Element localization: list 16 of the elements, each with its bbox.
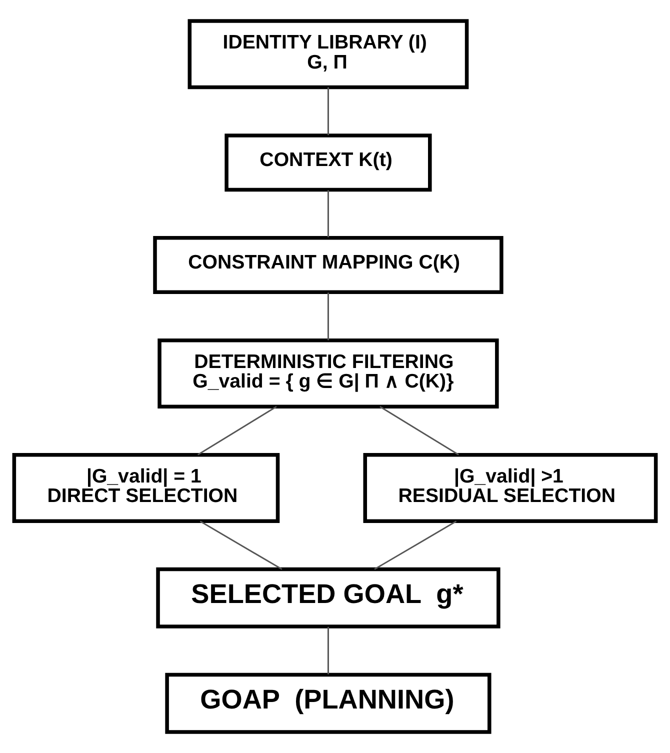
connector — [380, 406, 459, 456]
connector — [200, 520, 282, 570]
node-box: GOAP (PLANNING) — [165, 672, 492, 734]
node-box: DETERMINISTIC FILTERING G_valid = { g ∈ G| Π ∧ C(K)} — [158, 338, 499, 408]
connector — [327, 190, 329, 238]
node-box: |G_valid| = 1 DIRECT SELECTION — [12, 452, 280, 523]
node-box: SELECTED GOAL g* — [156, 567, 500, 628]
connector — [374, 520, 457, 570]
node-box: CONSTRAINT MAPPING C(K) — [153, 236, 504, 294]
node-box: |G_valid| >1 RESIDUAL SELECTION — [363, 452, 658, 523]
connector — [197, 406, 277, 456]
connector — [327, 626, 329, 674]
node-box: CONTEXT K(t) — [224, 134, 432, 192]
connector — [327, 292, 329, 340]
node-box: IDENTITY LIBRARY (I) G, Π — [188, 19, 469, 90]
connector — [327, 87, 329, 136]
